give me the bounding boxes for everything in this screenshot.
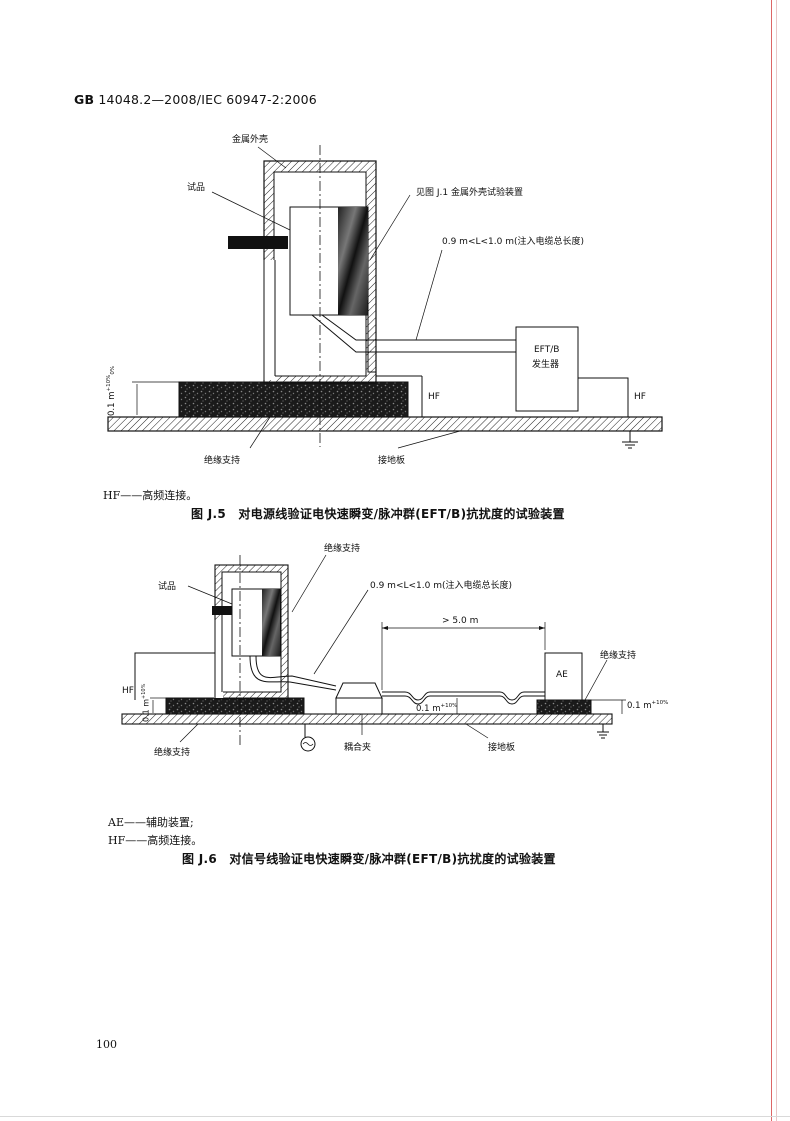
insulating-support-right-j6: [536, 699, 592, 715]
label-generator-line2: 发生器: [532, 360, 560, 370]
label-height-left-j6: 0.1 m+10%: [141, 683, 151, 722]
label-ground-plane-j5: 接地板: [378, 456, 406, 466]
page-number: 100: [96, 1038, 117, 1051]
label-cable-length: 0.9 m<L<1.0 m(注入电缆总长度): [442, 237, 585, 247]
label-see-figure: 见图 J.1 金属外壳试验装置: [416, 188, 523, 198]
ground-plane-j5: [107, 416, 663, 432]
label-insulating-support-right-j6: 绝缘支持: [600, 651, 637, 661]
label-coupling-clamp-j6: 耦合夹: [344, 743, 372, 753]
standard-prefix: GB: [74, 92, 95, 107]
label-distance-j6: > 5.0 m: [442, 616, 479, 626]
label-hf-j6: HF: [122, 686, 134, 696]
connector-j5: [228, 236, 288, 249]
scan-edge-line: [771, 0, 772, 1121]
standard-code: 14048.2—2008/IEC 60947-2:2006: [98, 92, 317, 107]
generator-j5: [515, 326, 579, 412]
label-insulating-support-bottom-j6: 绝缘支持: [154, 748, 191, 758]
label-generator-line1: EFT/B: [534, 345, 560, 355]
insulating-support-left-j6: [165, 697, 305, 715]
figure-j5-drawing: [107, 145, 663, 449]
label-metal-case: 金属外壳: [232, 135, 269, 145]
ae-box-j6: [544, 652, 583, 701]
coupling-clamp-j6: [335, 682, 383, 699]
legend-j5-hf: HF——高频连接。: [103, 489, 198, 502]
legend-j6-ae: AE——辅助装置;: [108, 816, 194, 829]
label-height-j5: 0.1 m+10%0%: [106, 365, 117, 416]
label-hf-left: HF: [428, 392, 440, 402]
ground-plane-j6: [121, 713, 613, 725]
label-ae-j6: AE: [556, 670, 568, 680]
label-ground-plane-j6: 接地板: [488, 743, 516, 753]
label-insulating-support-top-j6: 绝缘支持: [324, 544, 361, 554]
legend-j6-hf: HF——高频连接。: [108, 834, 203, 847]
caption-j6: 图 J.6 对信号线验证电快速瞬变/脉冲群(EFT/B)抗扰度的试验装置: [182, 852, 556, 866]
connector-j6: [212, 606, 240, 615]
insulating-support-j5: [178, 381, 409, 418]
page-header: GB 14048.2—2008/IEC 60947-2:2006: [74, 92, 317, 107]
label-height-right-j6: 0.1 m+10%: [627, 700, 669, 711]
caption-j5: 图 J.5 对电源线验证电快速瞬变/脉冲群(EFT/B)抗扰度的试验装置: [191, 507, 565, 521]
label-insulating-support-j5: 绝缘支持: [204, 456, 241, 466]
scan-edge-line-faint: [776, 0, 777, 1121]
label-eut-j6: 试品: [158, 582, 177, 592]
label-eut: 试品: [187, 183, 206, 193]
label-height-mid-j6: 0.1 m+10%: [416, 703, 458, 714]
figure-j6-drawing: [121, 554, 626, 752]
label-cable-length-j6: 0.9 m<L<1.0 m(注入电缆总长度): [370, 581, 513, 591]
label-hf-right: HF: [634, 392, 646, 402]
scan-bottom-line: [0, 1116, 790, 1117]
